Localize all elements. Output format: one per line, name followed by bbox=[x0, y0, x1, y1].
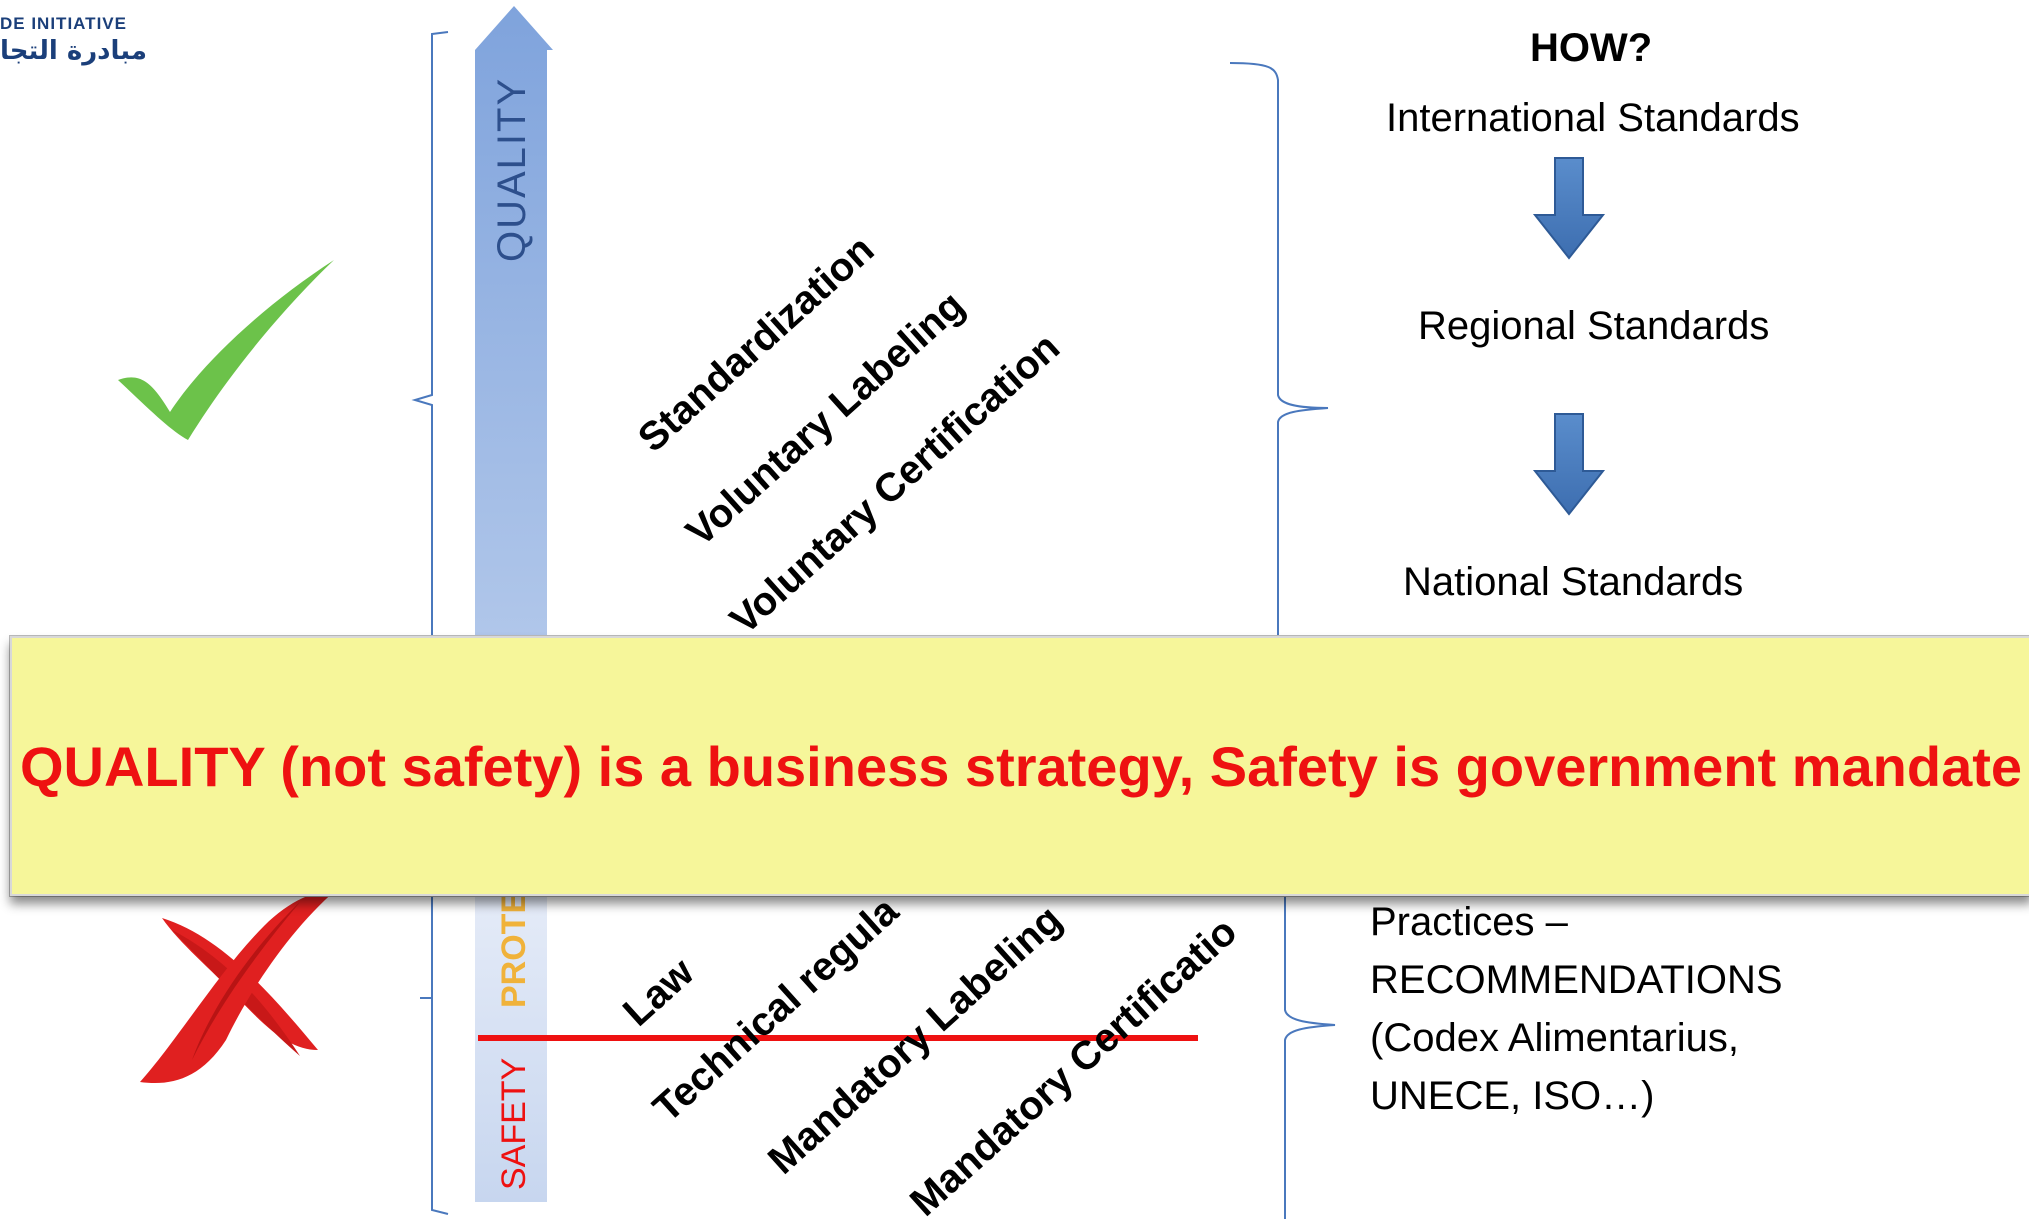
practices-line-1: Practices – bbox=[1370, 900, 1568, 944]
check-icon bbox=[118, 260, 334, 440]
down-arrow-icon bbox=[1532, 157, 1606, 260]
right-brace-top bbox=[1229, 62, 1329, 640]
logo-text-english: DE INITIATIVE bbox=[0, 14, 127, 33]
callout-banner: QUALITY (not safety) is a business strat… bbox=[10, 636, 2029, 896]
practices-line-4: UNECE, ISO…) bbox=[1370, 1074, 1655, 1118]
national-standards: National Standards bbox=[1403, 560, 1744, 604]
cross-icon bbox=[140, 890, 336, 1084]
logo: DE INITIATIVE مبادرة التجا bbox=[0, 14, 147, 74]
practices-line-3: (Codex Alimentarius, bbox=[1370, 1016, 1740, 1060]
safety-label: SAFETY bbox=[495, 1057, 533, 1190]
down-arrow-icon bbox=[1532, 413, 1606, 516]
logo-text-arabic: مبادرة التجا bbox=[0, 36, 147, 66]
how-heading: HOW? bbox=[1530, 26, 1653, 70]
callout-banner-text: QUALITY (not safety) is a business strat… bbox=[19, 734, 2023, 798]
practices-line-2: RECOMMENDATIONS bbox=[1370, 958, 1783, 1002]
international-standards: International Standards bbox=[1386, 96, 1800, 140]
quality-label: QUALITY bbox=[490, 76, 534, 262]
right-brace-bottom bbox=[1284, 880, 1336, 1219]
regional-standards: Regional Standards bbox=[1418, 304, 1770, 348]
protection-label: PROTE bbox=[495, 890, 533, 1008]
left-bracket bbox=[411, 31, 449, 1215]
